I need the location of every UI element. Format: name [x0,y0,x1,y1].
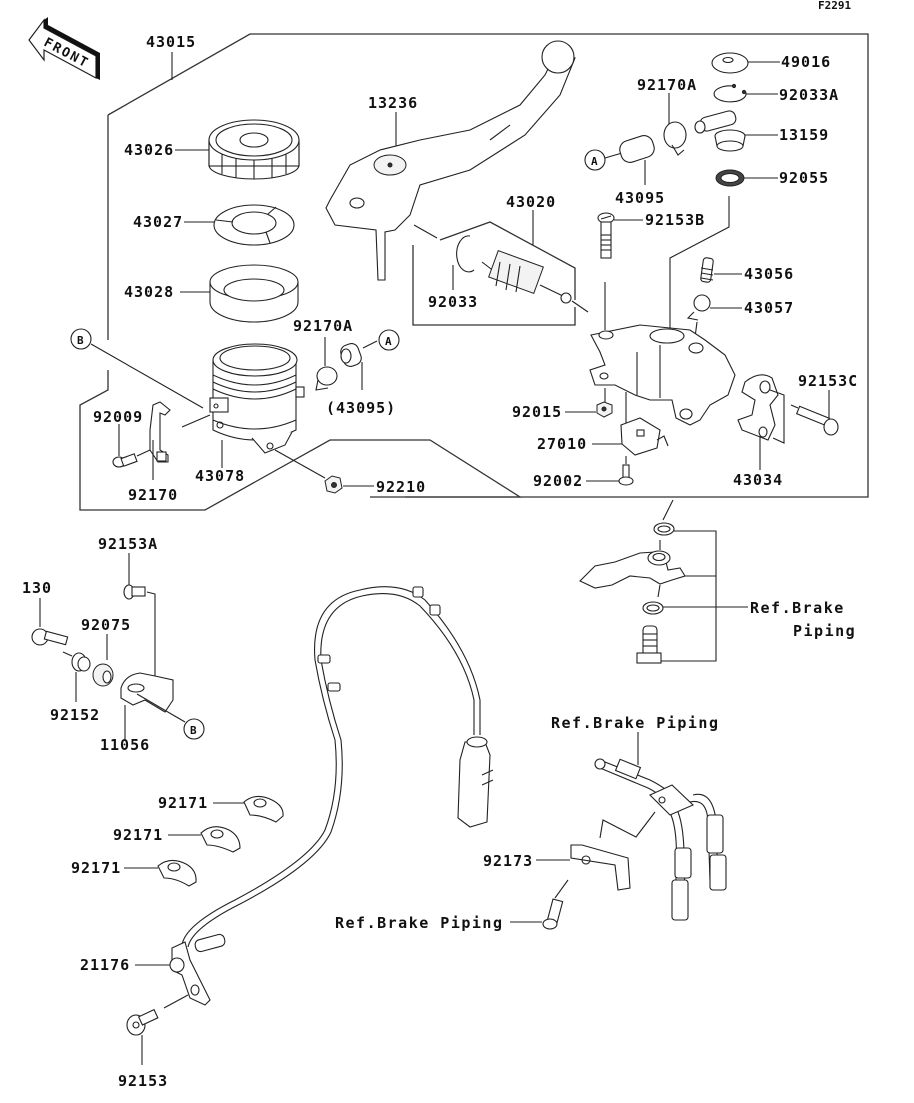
cable-clamp-92171-3 [157,859,197,887]
label-92171-1: 92171 [158,794,208,812]
banjo-fitting [579,550,686,589]
label-43057: 43057 [744,299,794,317]
circlip-92033A [713,83,747,103]
master-cylinder-body [589,324,736,426]
label-92033A: 92033A [779,86,839,104]
screw-92153A [123,584,146,600]
label-43015: 43015 [146,33,196,51]
banjo-bolt [636,625,662,664]
label-27010: 27010 [537,435,587,453]
label-92015: 92015 [512,403,562,421]
ref-brake-piping-2: Ref.Brake Piping [551,714,720,732]
screw-92002 [618,464,634,486]
brake-lever-13236 [325,40,576,281]
label-92153A: 92153A [98,535,158,553]
label-92171-2: 92171 [113,826,163,844]
label-92153: 92153 [118,1072,168,1090]
cable-clamp-92171-1 [243,795,284,823]
label-92153C: 92153C [798,372,858,390]
abs-sensor-21176 [169,933,226,1006]
diagram-code: F2291 [818,0,851,12]
washer-92152 [71,652,91,672]
bolt-92153 [126,1008,159,1036]
cap-49016 [711,52,749,74]
bolt-brake-piping [542,898,564,930]
svg-text:A: A [591,155,598,168]
label-92170A-mid: 92170A [293,317,353,335]
bracket-92170 [149,401,171,463]
marker-b-top: B [70,328,92,350]
clamp-92170A-top [663,121,687,156]
piston-assembly [481,249,589,313]
label-43095-mid: (43095) [326,399,396,417]
bleeder-cap-43057 [686,294,711,321]
bracket-11056 [120,672,174,713]
hose-43095-top [619,135,655,163]
marker-a-top: A [584,149,606,171]
brake-pipe-junction [594,758,727,921]
label-92210: 92210 [376,478,426,496]
label-43026: 43026 [124,141,174,159]
label-92173: 92173 [483,852,533,870]
label-92009: 92009 [93,408,143,426]
ref-brake-piping-1-line1: Ref.Brake [750,599,845,617]
label-92153B: 92153B [645,211,705,229]
ref-brake-piping-1-line2: Piping [793,622,856,640]
grommet-92075 [92,663,114,687]
svg-text:A: A [385,335,392,348]
label-92075: 92075 [81,616,131,634]
label-92170A-top: 92170A [637,76,697,94]
diaphragm-plate-43027 [213,204,295,246]
label-92055: 92055 [779,169,829,187]
label-49016: 49016 [781,53,831,71]
label-130: 130 [22,579,52,597]
hose-fitting-13159 [694,110,746,152]
label-43056: 43056 [744,265,794,283]
screw-92009 [112,453,138,468]
label-43028: 43028 [124,283,174,301]
clamp-92170A-mid [315,366,338,391]
seal-92055 [715,169,745,187]
reservoir-43078 [209,343,305,454]
label-13236: 13236 [368,94,418,112]
label-43095-top: 43095 [615,189,665,207]
label-43027: 43027 [133,213,183,231]
washer-lower [642,601,664,615]
ref-brake-piping-3: Ref.Brake Piping [335,914,504,932]
marker-b-bottom: B [183,718,205,740]
assembly-43015-outline [79,33,869,511]
nut-92015 [596,401,613,418]
diaphragm-43028 [209,264,299,323]
front-arrow-icon: FRONT [28,17,100,80]
label-43078: 43078 [195,467,245,485]
cable-clamp-92171-2 [200,826,241,853]
marker-a-mid: A [378,329,400,351]
label-92033: 92033 [428,293,478,311]
hose-43095-mid [340,343,362,367]
label-92002: 92002 [533,472,583,490]
brake-switch-27010 [620,417,669,456]
circlip-92033 [456,235,475,273]
label-43034: 43034 [733,471,783,489]
screw-92153B [597,212,615,259]
bolt-130 [31,628,69,646]
reservoir-cap-43026 [208,119,300,180]
bleeder-43056 [700,257,714,283]
label-92170: 92170 [128,486,178,504]
label-21176: 21176 [80,956,130,974]
clamp-43034 [737,374,779,441]
abs-sensor-cable [181,586,494,948]
svg-text:B: B [77,334,84,347]
pipe-clamp-92173 [570,844,631,891]
label-43020: 43020 [506,193,556,211]
nut-92210 [324,475,343,494]
label-92152: 92152 [50,706,100,724]
label-11056: 11056 [100,736,150,754]
washer-upper [653,522,675,536]
bolt-92153C [795,405,839,436]
label-92171-3: 92171 [71,859,121,877]
svg-text:B: B [190,724,197,737]
label-13159: 13159 [779,126,829,144]
